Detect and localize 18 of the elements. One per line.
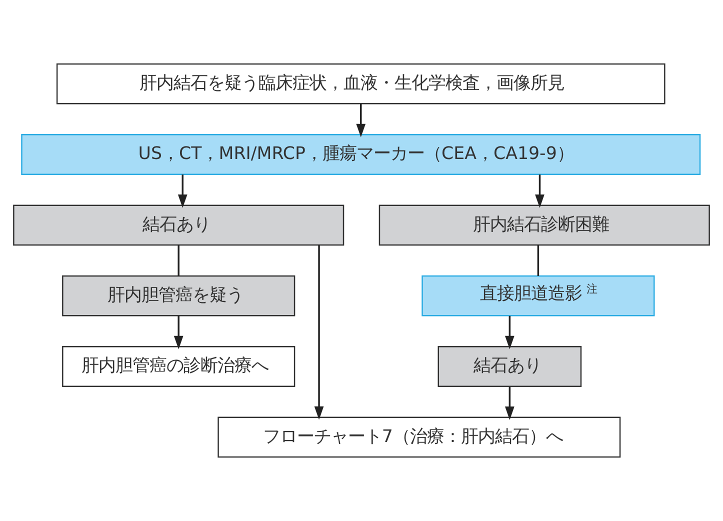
arrow xyxy=(535,174,544,208)
node-box: US，CT，MRI/MRCP，腫瘍マーカー（CEA，CA19-9） xyxy=(21,134,701,175)
connector xyxy=(537,245,540,276)
node-box: 肝内胆管癌を疑う xyxy=(62,275,296,316)
connector xyxy=(178,245,180,276)
node-box: 肝内結石を疑う臨床症状，血液・生化学検査，画像所見 xyxy=(56,63,666,104)
node-box: 結石あり xyxy=(438,346,582,387)
arrow xyxy=(174,316,184,350)
arrow xyxy=(504,316,514,350)
node-box: フローチャート7（治療：肝内結石）へ xyxy=(218,416,621,458)
node-box: 結石あり xyxy=(13,204,344,246)
node-box: 肝内胆管癌の診断治療へ xyxy=(62,346,296,387)
arrow xyxy=(314,245,324,420)
arrow xyxy=(504,386,514,420)
node-box: 直接胆道造影$^{注}$ xyxy=(422,275,655,316)
node-box: 肝内結石診断困難 xyxy=(378,204,710,246)
arrow xyxy=(178,174,188,208)
arrow xyxy=(356,104,366,138)
